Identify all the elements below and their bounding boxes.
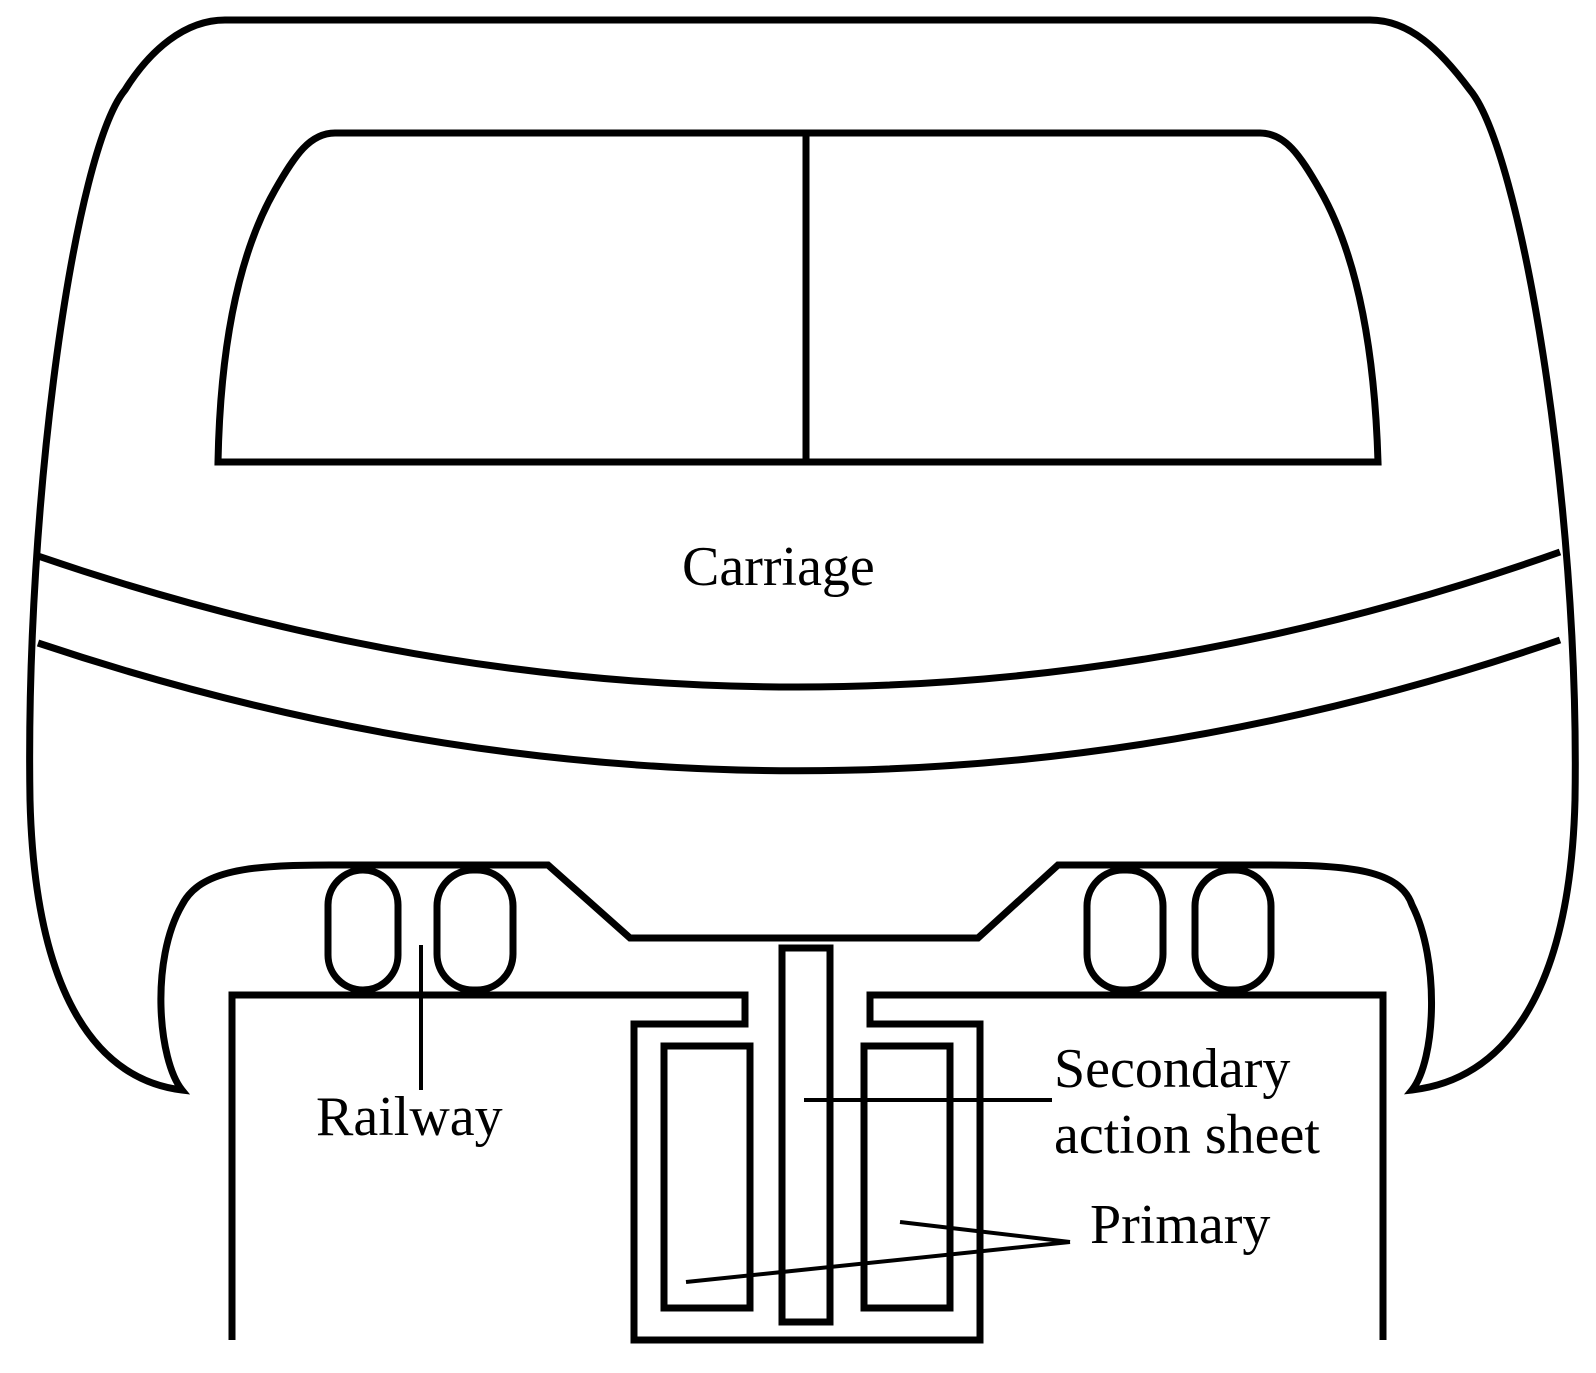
- railway-base: [228, 991, 1387, 1344]
- primary-leader-line-lower: [685, 1240, 1071, 1284]
- carriage-body-outline: [26, 16, 1579, 1095]
- right-wheel-1: [1083, 866, 1167, 994]
- primary-coil-right: [860, 1042, 954, 1312]
- right-wheel-2: [1191, 866, 1275, 994]
- left-wheel-2: [433, 866, 517, 994]
- secondary-action-sheet: [778, 944, 834, 1326]
- railway-label: Railway: [316, 1086, 503, 1148]
- secondary-label-line1: Secondary: [1054, 1038, 1291, 1100]
- primary-label: Primary: [1090, 1194, 1271, 1256]
- carriage-label: Carriage: [682, 536, 875, 598]
- carriage-stripe-lower: [36, 636, 1562, 775]
- carriage-window: [214, 129, 1382, 466]
- primary-leader-line-upper: [899, 1220, 1071, 1244]
- secondary-label-line2: action sheet: [1054, 1104, 1320, 1166]
- carriage-stripe-upper: [36, 548, 1562, 691]
- left-wheel-1: [324, 866, 402, 994]
- primary-coil-left: [660, 1042, 754, 1312]
